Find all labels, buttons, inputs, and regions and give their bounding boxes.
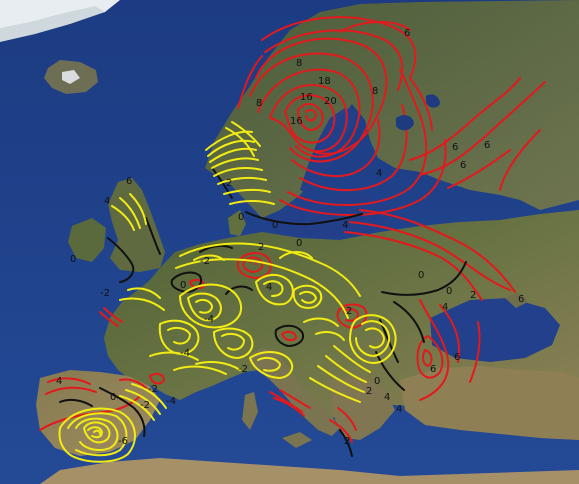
contour-label: -2 bbox=[148, 384, 158, 395]
contour-label: 0 bbox=[446, 286, 452, 297]
yellow-contours-balkans bbox=[309, 314, 397, 403]
contour-label: 2 bbox=[366, 386, 372, 397]
lake-onega bbox=[426, 94, 440, 108]
contour-label: 2 bbox=[226, 178, 232, 189]
denmark bbox=[228, 210, 246, 236]
contour-label: -4 bbox=[166, 396, 176, 407]
contour-label: 4 bbox=[376, 168, 382, 179]
contour-label: 6 bbox=[460, 160, 466, 171]
contour-label: 0 bbox=[418, 270, 424, 281]
greenland-edge bbox=[0, 6, 105, 42]
red-contours-iberia bbox=[39, 377, 147, 431]
contour-label: 0 bbox=[238, 212, 244, 223]
contour-label: 18 bbox=[318, 76, 331, 87]
contour-label: 2 bbox=[344, 436, 350, 447]
contour-label: 0 bbox=[70, 254, 76, 265]
contour-label: 6 bbox=[430, 364, 436, 375]
contour-label: 4 bbox=[342, 220, 348, 231]
contour-label: 6 bbox=[404, 28, 410, 39]
contour-label: 8 bbox=[372, 86, 378, 97]
contour-label: 4 bbox=[384, 392, 390, 403]
contour-label: 8 bbox=[296, 58, 302, 69]
lake-ladoga bbox=[396, 115, 414, 131]
contour-label: -4 bbox=[180, 348, 190, 359]
contour-label: 16 bbox=[300, 92, 313, 103]
contour-label: 4 bbox=[442, 302, 448, 313]
contour-label: 6 bbox=[452, 142, 458, 153]
yellow-contours-norway bbox=[205, 121, 275, 205]
red-contours-scandinavia bbox=[237, 16, 546, 217]
contour-label: -6 bbox=[118, 436, 128, 447]
yellow-contours-central bbox=[119, 242, 361, 379]
contour-label: 2 bbox=[470, 290, 476, 301]
ireland bbox=[68, 218, 106, 262]
north-africa bbox=[40, 458, 579, 484]
contour-label: 16 bbox=[290, 116, 303, 127]
contour-label: -2 bbox=[140, 400, 150, 411]
red-contours-italy bbox=[99, 307, 357, 443]
contour-label: -2 bbox=[200, 256, 210, 267]
contour-label: 4 bbox=[104, 196, 110, 207]
contour-label: -4 bbox=[204, 314, 214, 325]
contour-label: 20 bbox=[324, 96, 337, 107]
contour-label: -2 bbox=[238, 364, 248, 375]
red-contours-east bbox=[344, 129, 541, 401]
great-britain bbox=[108, 178, 165, 272]
contour-label: 6 bbox=[454, 352, 460, 363]
sardinia bbox=[242, 392, 258, 430]
contour-label: 0 bbox=[272, 220, 278, 231]
yellow-contours-iberia bbox=[58, 383, 167, 463]
contour-labels: 8 8 16 16 18 20 8 4 6 6 6 6 0 0 2 4 6 4 … bbox=[56, 28, 524, 447]
contour-label: 4 bbox=[266, 282, 272, 293]
contour-label: 4 bbox=[396, 404, 402, 415]
contour-label: 0 bbox=[296, 238, 302, 249]
contour-label: 4 bbox=[56, 376, 62, 387]
scandinavia-land bbox=[205, 0, 579, 218]
sicily bbox=[282, 432, 312, 448]
black-sea bbox=[430, 298, 560, 362]
red-contours-central bbox=[149, 252, 368, 385]
contour-label: 6 bbox=[484, 140, 490, 151]
contour-label: 0 bbox=[374, 376, 380, 387]
contour-label: 6 bbox=[518, 294, 524, 305]
contour-label: 2 bbox=[346, 306, 352, 317]
contour-label: 8 bbox=[256, 98, 262, 109]
crimea bbox=[505, 292, 528, 308]
contour-label: 0 bbox=[110, 392, 116, 403]
balkans bbox=[330, 376, 395, 440]
iceland-glacier bbox=[62, 70, 80, 84]
yellow-contours-uk bbox=[111, 193, 147, 231]
anatolia bbox=[400, 366, 579, 440]
contour-label: 2 bbox=[258, 242, 264, 253]
contour-label: 0 bbox=[180, 280, 186, 291]
contour-label: 6 bbox=[126, 176, 132, 187]
contour-label: -2 bbox=[100, 288, 110, 299]
